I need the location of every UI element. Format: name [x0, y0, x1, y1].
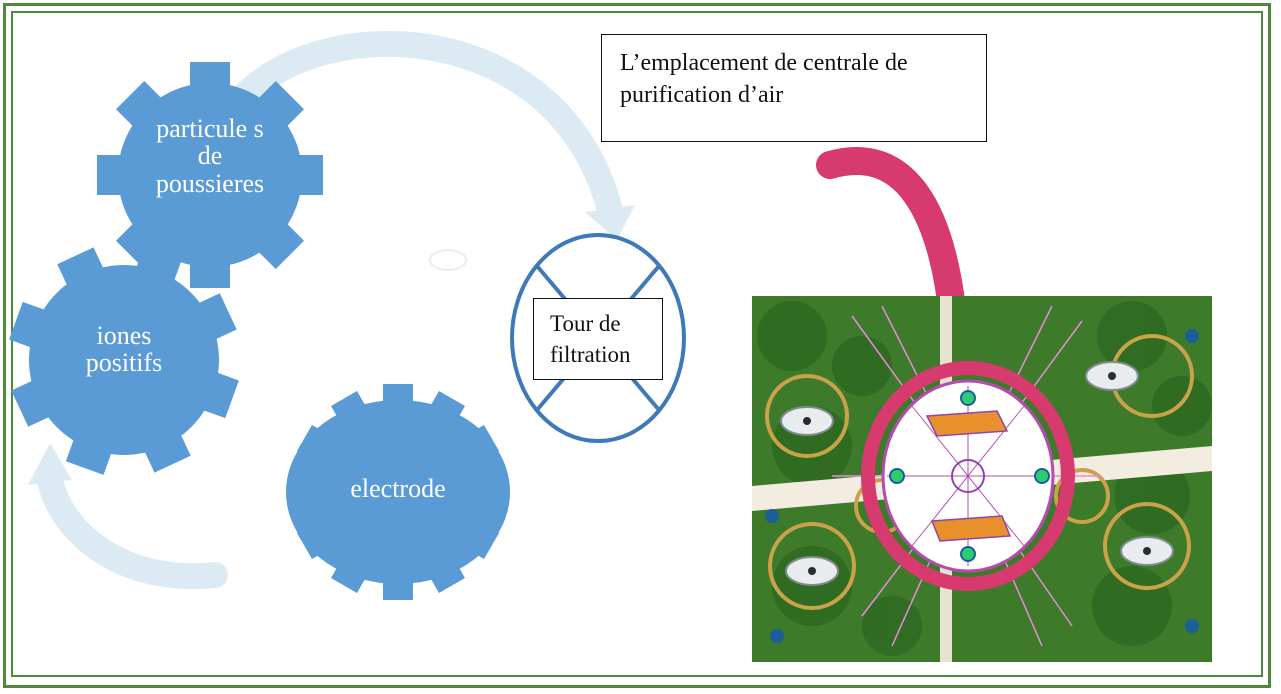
tower-line2: filtration — [550, 342, 631, 368]
gear-ions-line2: positifs — [85, 348, 163, 378]
callout-line2: purification d’air — [620, 82, 784, 109]
gear-particles — [97, 62, 323, 288]
inner-frame — [11, 11, 1263, 677]
gear-electrode — [286, 384, 510, 600]
gear-particles-line3: poussieres — [155, 168, 265, 198]
curved-arrow-top-head — [585, 205, 635, 240]
curved-arrow-bottom — [37, 467, 228, 590]
gear-electrode-label: electrode — [320, 474, 476, 503]
site-plan-image — [752, 296, 1212, 662]
curved-arrow-top — [232, 30, 623, 223]
gear-ions-label: iones positifs — [44, 322, 204, 377]
gear-particles-line1: particule s — [156, 114, 264, 143]
location-callout-box: L’emplacement de centrale de purificatio… — [601, 34, 987, 142]
tower-line1: Tour de — [550, 311, 621, 336]
gear-ions — [9, 245, 239, 475]
gear-ions-line1: iones — [96, 321, 152, 350]
gear-particles-line2: de — [197, 141, 223, 171]
gear-electrode-text: electrode — [350, 474, 446, 503]
callout-line1: L’emplacement de centrale de — [620, 50, 908, 76]
gear-particles-label: particule s de poussieres — [125, 115, 295, 197]
curved-arrow-bottom-head — [28, 443, 72, 485]
tower-label-box: Tour de filtration — [533, 298, 663, 380]
faint-oval — [429, 249, 467, 271]
